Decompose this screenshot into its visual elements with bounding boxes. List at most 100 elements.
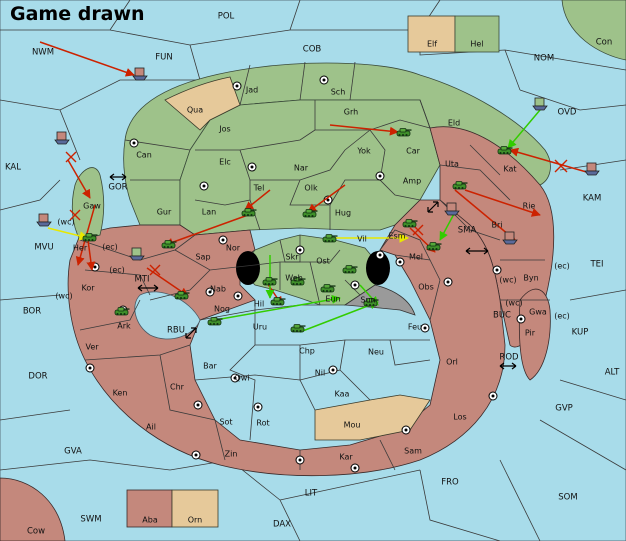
prov-hug: Hug bbox=[335, 209, 351, 218]
prov-can: Can bbox=[136, 151, 152, 160]
prov-rot: Rot bbox=[256, 419, 269, 428]
prov-sam: Sam bbox=[404, 447, 422, 456]
prov-ken: Ken bbox=[113, 389, 128, 398]
sea-label-gva: GVA bbox=[64, 447, 82, 457]
prov-bar: Bar bbox=[203, 362, 217, 371]
prov-esm: Esm bbox=[388, 232, 405, 241]
prov-ver: Ver bbox=[85, 343, 99, 352]
prov-mel: Mel bbox=[409, 253, 423, 262]
prov-kaa: Kaa bbox=[335, 390, 350, 399]
region-pir bbox=[518, 288, 551, 381]
sea-label-tei: TEI bbox=[589, 260, 603, 270]
sea-label-dax: DAX bbox=[273, 520, 291, 530]
prov-qwi: Qwi bbox=[234, 374, 249, 383]
prov-uta: Uta bbox=[445, 160, 459, 169]
sea-labels: POL FUN NWM COB NOM Con OVD KAL GOR KAM … bbox=[5, 12, 620, 537]
green-province-labels: Jad Sch Qua Jos Grh Eld Can Yok Car Elc … bbox=[83, 86, 516, 304]
prov-gur: Gur bbox=[157, 208, 172, 217]
sea-label-gor: GOR bbox=[108, 183, 127, 193]
prov-her: Her bbox=[73, 244, 88, 253]
sea-label-som: SOM bbox=[558, 493, 577, 503]
prov-grh: Grh bbox=[344, 108, 358, 117]
prov-jad: Jad bbox=[245, 86, 258, 95]
prov-sch: Sch bbox=[331, 88, 346, 97]
legend-hel-label: Hel bbox=[470, 40, 483, 49]
prov-amp: Amp bbox=[403, 177, 421, 186]
coast-tag-wc1: (wc) bbox=[57, 218, 74, 227]
sea-label-cob: COB bbox=[303, 45, 322, 55]
coast-tag-ec2: (ec) bbox=[109, 266, 125, 275]
prov-hil: Hil bbox=[254, 300, 264, 309]
prov-gwa: Gwa bbox=[529, 308, 547, 317]
adjacency-markers bbox=[109, 173, 517, 370]
prov-web: Web bbox=[285, 274, 302, 283]
prov-olk: Olk bbox=[304, 184, 318, 193]
prov-kar: Kar bbox=[339, 453, 353, 462]
legend-hel-box bbox=[454, 15, 500, 53]
prov-ark: Ark bbox=[117, 322, 131, 331]
sea-label-fun: FUN bbox=[155, 53, 172, 63]
sea-label-dor: DOR bbox=[28, 372, 47, 382]
prov-neu: Neu bbox=[368, 348, 384, 357]
prov-lan: Lan bbox=[202, 208, 216, 217]
prov-los: Los bbox=[453, 413, 466, 422]
sea-label-mti: MTI bbox=[134, 275, 149, 285]
legend-elf-label: Elf bbox=[427, 40, 437, 49]
prov-bri: Bri bbox=[492, 221, 503, 230]
sea-label-nwm: NWM bbox=[32, 48, 54, 58]
region-gaw bbox=[71, 167, 105, 241]
sea-label-kam: KAM bbox=[583, 194, 602, 204]
region-qua bbox=[164, 76, 241, 131]
sea-label-cow: Cow bbox=[27, 527, 45, 537]
legend-orn-box bbox=[171, 489, 219, 528]
coast-tag-ec3: (ec) bbox=[554, 262, 570, 271]
sea-label-bor: BOR bbox=[23, 307, 41, 317]
legend-orn-label: Orn bbox=[188, 516, 203, 525]
sea-label-mvu: MVU bbox=[34, 243, 53, 253]
prov-pir: Pir bbox=[525, 329, 536, 338]
prov-uru: Uru bbox=[253, 323, 267, 332]
region-mou bbox=[314, 394, 431, 441]
sea-label-ovd: OVD bbox=[558, 108, 577, 118]
game-status-title: Game drawn bbox=[10, 3, 145, 25]
bridge-west bbox=[236, 251, 260, 285]
support-orders bbox=[47, 227, 409, 243]
sea-label-buc: BUC bbox=[493, 311, 511, 321]
prov-car: Car bbox=[406, 147, 420, 156]
prov-zin: Zin bbox=[225, 450, 238, 459]
sea-label-lit: LIT bbox=[305, 489, 318, 499]
prov-eun: Eun bbox=[325, 295, 340, 304]
region-impassable bbox=[343, 284, 416, 316]
prov-sap: Sap bbox=[195, 253, 210, 262]
prov-jos: Jos bbox=[218, 125, 230, 134]
prov-nab: Nab bbox=[210, 285, 226, 294]
prov-sun: Sun bbox=[360, 296, 375, 305]
prov-kat: Kat bbox=[503, 165, 516, 174]
prov-sot: Sot bbox=[219, 418, 232, 427]
sea-label-con: Con bbox=[596, 38, 613, 48]
prov-mou: Mou bbox=[344, 421, 361, 430]
prov-yok: Yok bbox=[356, 147, 371, 156]
prov-nog: Nog bbox=[214, 305, 230, 314]
prov-tel: Tel bbox=[253, 184, 265, 193]
prov-nor: Nor bbox=[226, 244, 241, 253]
prov-nil: Nil bbox=[315, 369, 325, 378]
sea-label-nom: NOM bbox=[534, 54, 554, 64]
sea-label-rod: ROD bbox=[499, 353, 519, 363]
sea-label-kup: KUP bbox=[572, 328, 589, 338]
land-borders bbox=[79, 61, 550, 471]
prov-rie: Rie bbox=[523, 202, 536, 211]
sea-label-alt: ALT bbox=[605, 368, 620, 378]
coast-tag-wc3: (wc) bbox=[499, 276, 516, 285]
coast-tag-ec1: (ec) bbox=[102, 243, 118, 252]
prov-obs: Obs bbox=[418, 283, 434, 292]
sea-label-pol: POL bbox=[218, 12, 235, 22]
coast-tag-wc4: (wc) bbox=[505, 299, 522, 308]
prov-feu: Feu bbox=[408, 323, 422, 332]
prov-kor: Kor bbox=[81, 284, 95, 293]
sea-label-swm: SWM bbox=[80, 515, 101, 525]
legend-aba-label: Aba bbox=[142, 516, 158, 525]
prov-ost: Ost bbox=[316, 257, 330, 266]
